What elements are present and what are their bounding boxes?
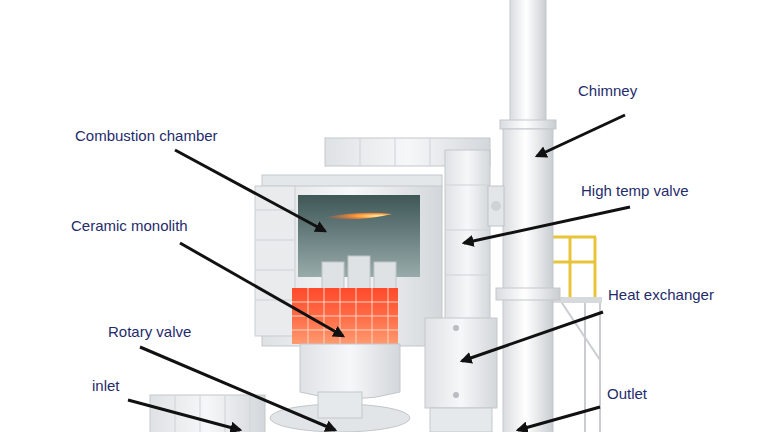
part-label: High temp valve <box>581 182 689 200</box>
part-label: Combustion chamber <box>75 127 218 145</box>
part-label: Outlet <box>607 385 647 403</box>
part-label: Heat exchanger <box>608 286 714 304</box>
part-label: Chimney <box>578 82 637 100</box>
part-label: inlet <box>92 377 120 395</box>
part-label: Ceramic monolith <box>71 217 188 235</box>
part-label: Rotary valve <box>108 323 191 341</box>
leader-lines <box>128 115 630 430</box>
